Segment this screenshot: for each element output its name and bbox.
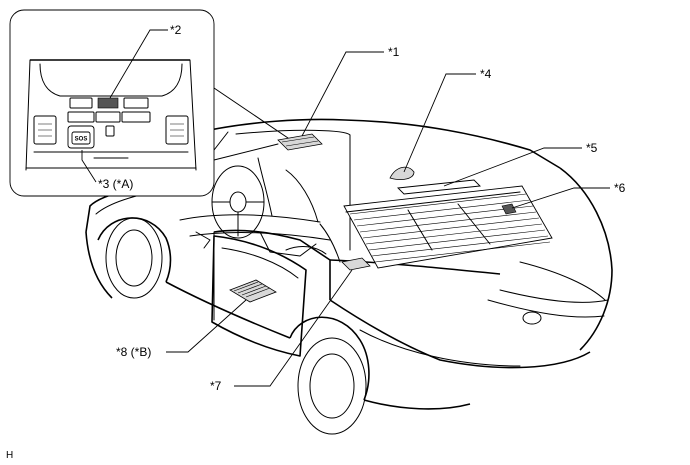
corner-code: H — [6, 450, 13, 461]
leader-lines — [81, 29, 610, 387]
callout-4: *4 — [480, 67, 492, 81]
telematics-transceiver — [341, 257, 371, 271]
highlighted-switch — [97, 97, 119, 109]
inset-overhead-console: SOS — [9, 9, 289, 197]
sos-label: SOS — [75, 137, 88, 143]
glass-antenna-amplifier — [397, 179, 481, 195]
callout-6: *6 — [614, 181, 626, 195]
callout-8: *8 (*B) — [116, 345, 151, 359]
vehicle-illustration — [85, 118, 613, 435]
callout-2: *2 — [170, 23, 182, 37]
window-mounted-part — [501, 203, 517, 215]
callout-7: *7 — [210, 379, 222, 393]
roof-antenna — [389, 166, 415, 180]
rear-window-defogger-lines — [349, 193, 551, 263]
navigation-module — [229, 279, 277, 303]
callout-5: *5 — [586, 141, 598, 155]
callout-1: *1 — [388, 45, 400, 59]
overhead-module — [277, 133, 323, 151]
callout-3: *3 (*A) — [98, 177, 133, 191]
interior — [179, 157, 341, 263]
